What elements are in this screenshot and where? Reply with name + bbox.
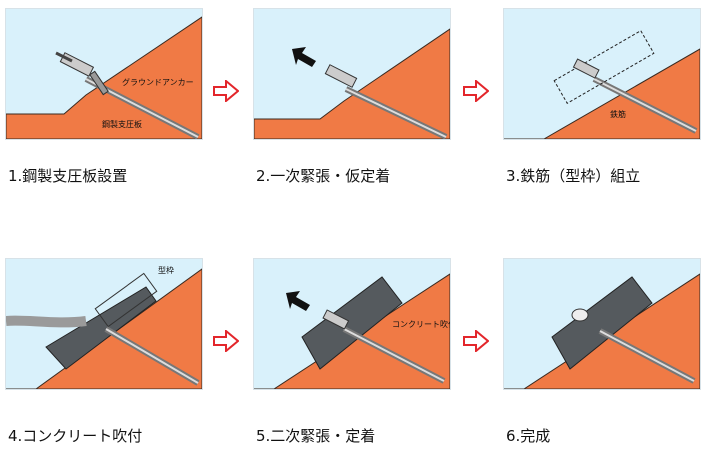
step-3-panel: 鉄筋 (503, 8, 701, 140)
hollow-right-arrow-icon (463, 80, 489, 102)
label-formwork: 型枠 (158, 265, 174, 275)
pull-arrow-icon (286, 291, 310, 311)
step-2-illustration (254, 28, 450, 139)
step-3-caption: 3.鉄筋（型枠）組立 (506, 167, 641, 185)
label-steel-bearing-plate: 鋼製支圧板 (102, 119, 142, 129)
step-1-illustration: グラウンドアンカー 鋼製支圧板 (6, 16, 202, 139)
anchor-head (322, 309, 350, 330)
steel-bearing-plate (89, 70, 109, 96)
ground-slope (6, 16, 202, 139)
label-sprayed-concrete: コンクリート吹付 (392, 319, 450, 329)
step-2-panel (253, 8, 451, 140)
formwork (94, 272, 158, 328)
pull-arrow-icon (292, 47, 316, 67)
concrete-pad (301, 276, 403, 370)
concrete-pad (551, 276, 653, 370)
anchor-head (324, 64, 358, 88)
ground-slope (504, 48, 700, 139)
step-6-caption: 6.完成 (506, 427, 551, 445)
hollow-right-arrow-icon (213, 330, 239, 352)
ground-slope (254, 28, 450, 139)
step-4-illustration: 型枠 (6, 265, 202, 389)
hollow-right-arrow-icon (463, 330, 489, 352)
spray-hose (6, 315, 87, 328)
step-4-panel: 型枠 (5, 258, 203, 390)
anchor-cap (571, 308, 589, 322)
step-6-illustration (504, 273, 700, 389)
anchor-head (572, 58, 600, 79)
rebar-cage (553, 30, 655, 104)
step-1-panel: グラウンドアンカー 鋼製支圧板 (5, 8, 203, 140)
step-4-caption: 4.コンクリート吹付 (8, 427, 143, 445)
step-5-panel: コンクリート吹付 (253, 258, 451, 390)
hollow-right-arrow-icon (213, 80, 239, 102)
step-3-illustration: 鉄筋 (504, 30, 700, 139)
label-ground-anchor: グラウンドアンカー (122, 77, 194, 87)
step-5-caption: 5.二次緊張・定着 (256, 427, 376, 445)
sprayed-concrete (45, 286, 157, 370)
step-1-caption: 1.鋼製支圧板設置 (8, 167, 128, 185)
label-rebar: 鉄筋 (610, 109, 626, 119)
step-2-caption: 2.一次緊張・仮定着 (256, 167, 391, 185)
step-5-illustration: コンクリート吹付 (254, 273, 450, 389)
step-6-panel (503, 258, 701, 390)
